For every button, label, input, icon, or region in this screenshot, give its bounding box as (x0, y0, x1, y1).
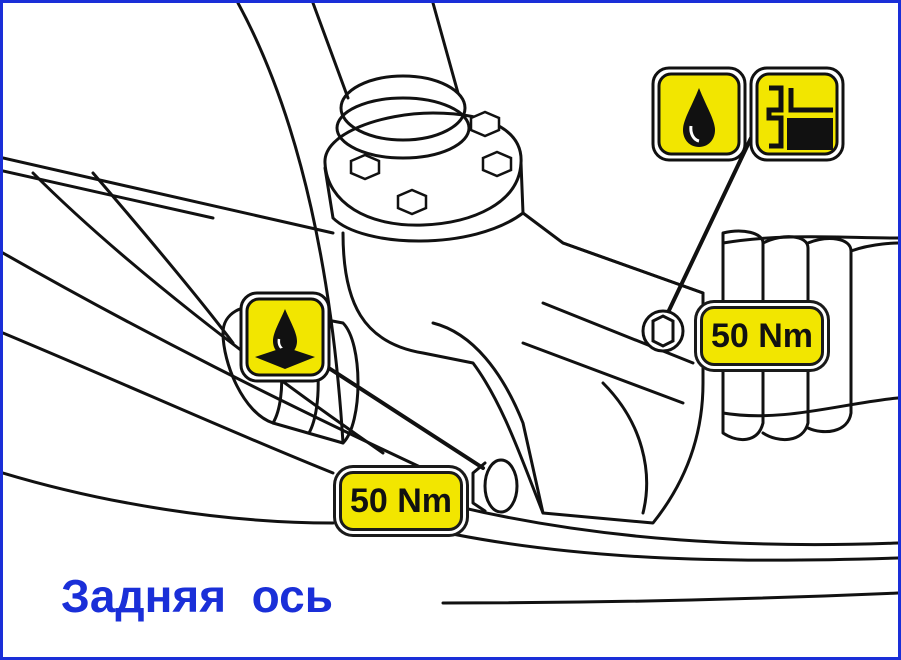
rear-axle-illustration (3, 3, 898, 605)
right-axle-top (721, 235, 898, 245)
ground-line-1 (401, 521, 898, 562)
ground-line-2 (441, 501, 898, 547)
driveshaft-collar (339, 74, 467, 142)
leader-line-drain (319, 361, 485, 470)
tire-arc-2 (31, 171, 385, 455)
housing-body (341, 211, 705, 525)
ground-line-3 (441, 591, 898, 605)
tire-arc-3 (3, 251, 435, 475)
tire-outer-arc (236, 3, 345, 445)
tire-arc-5 (3, 471, 335, 525)
torque-label-drain-plug: 50 Nm (339, 471, 463, 531)
tire-arc-4 (3, 331, 335, 475)
driveshaft-right (431, 3, 460, 95)
driveshaft-left (311, 3, 350, 100)
fill-plug (641, 309, 685, 353)
torque-label-fill-plug: 50 Nm (700, 306, 824, 366)
oil-level-icon (749, 66, 845, 162)
flange-bolts (349, 110, 513, 216)
oil-drop-icon (651, 66, 747, 162)
frame-rail-low (3, 169, 215, 220)
diagram-caption: Задняя ось (61, 570, 333, 622)
drain-plug (483, 458, 519, 514)
frame-rail-top (3, 156, 335, 235)
right-axle-bottom (721, 396, 898, 418)
oil-drain-icon (239, 291, 331, 383)
tire-arc-6 (91, 171, 235, 345)
leader-line-fill (661, 136, 753, 325)
